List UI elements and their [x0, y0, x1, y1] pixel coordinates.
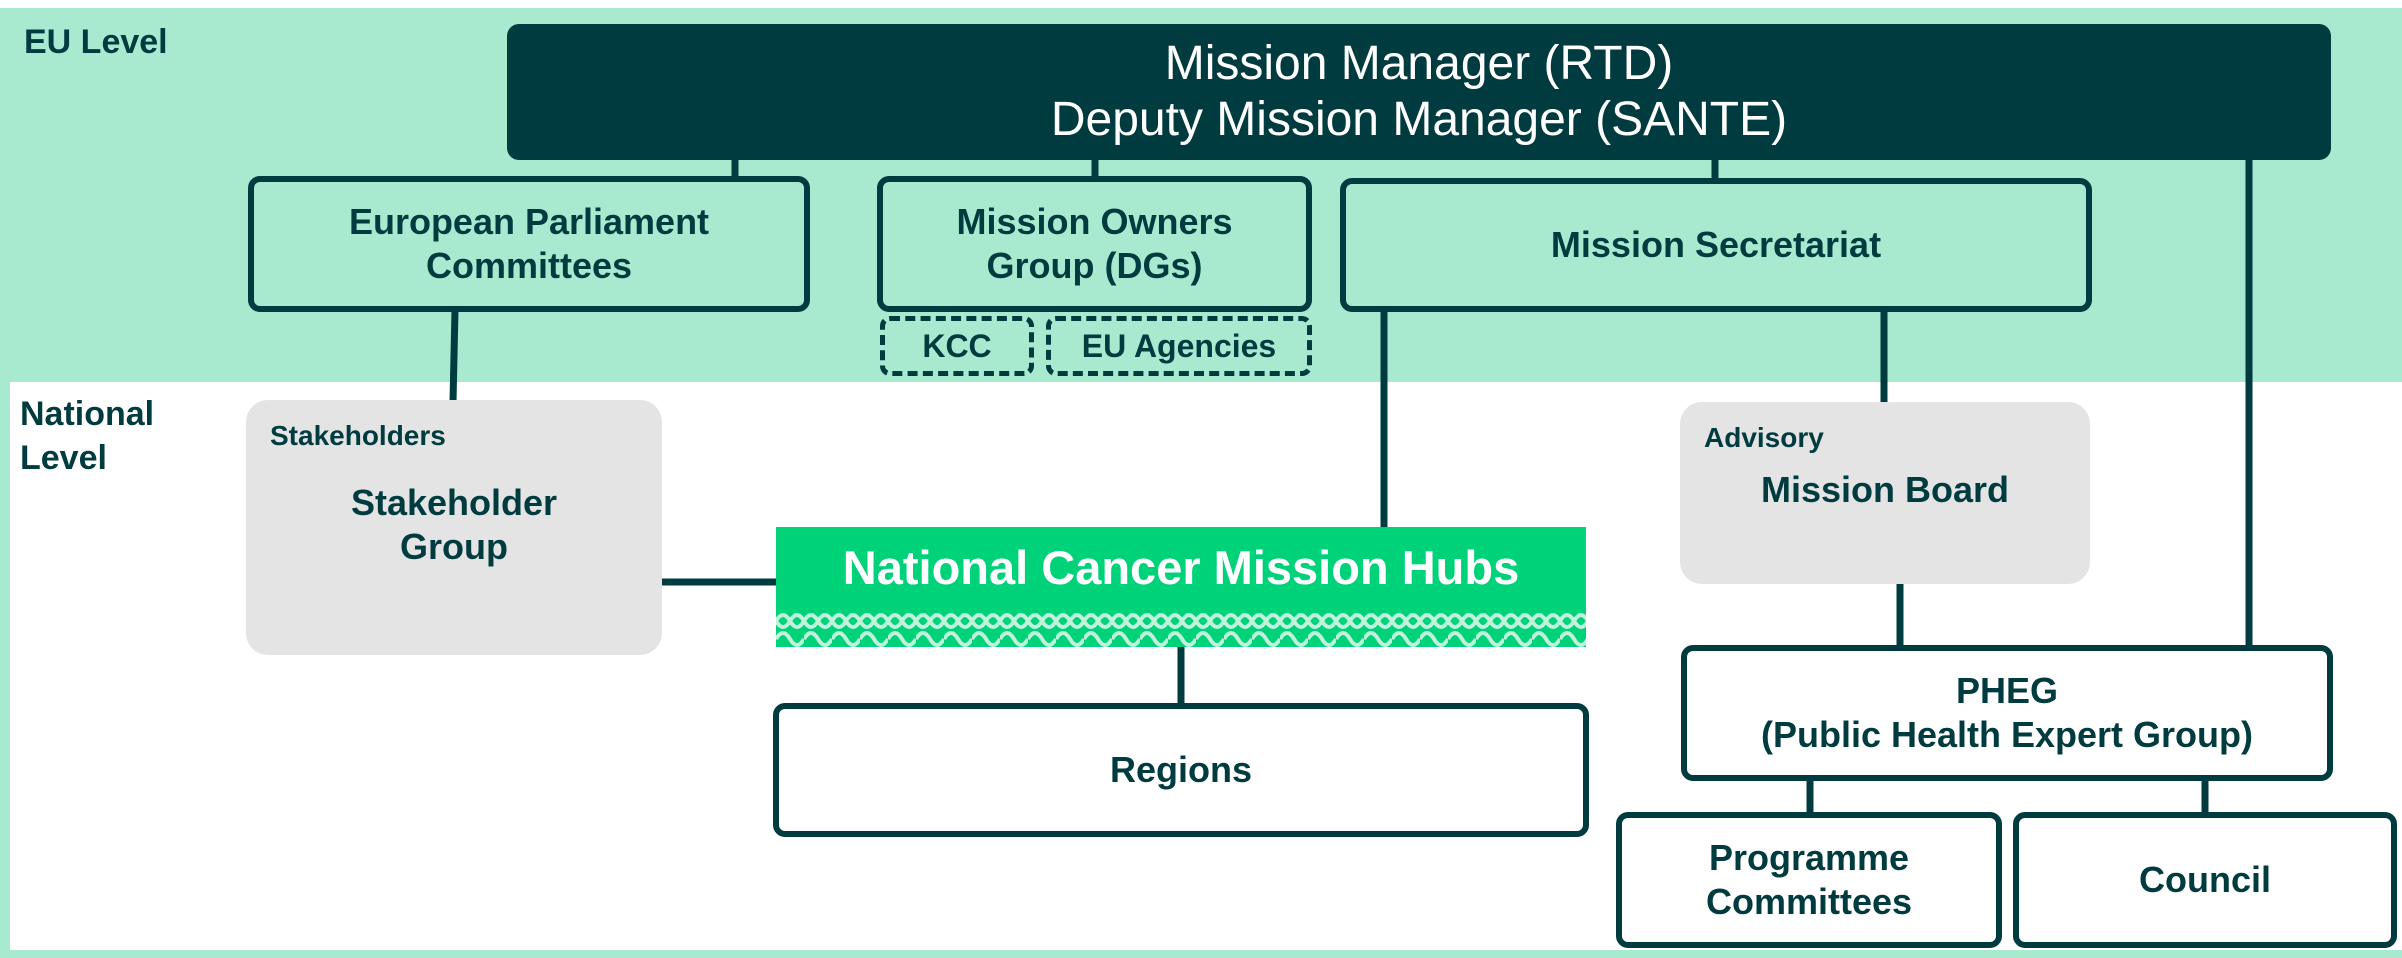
frame-bottom-edge: [0, 950, 2402, 958]
programme-committees-box: Programme Committees: [1616, 812, 2002, 948]
mission-manager-line2: Deputy Mission Manager (SANTE): [1050, 93, 1788, 146]
eu-agencies-label: EU Agencies: [1081, 327, 1277, 364]
mission-owners-line2: Group (DGs): [986, 245, 1203, 286]
mission-board-label: Mission Board: [1760, 469, 2010, 510]
national-level-label: National Level: [20, 392, 154, 480]
mission-board-box: Advisory Mission Board: [1680, 402, 2090, 584]
pheg-line2: (Public Health Expert Group): [1760, 714, 2254, 755]
national-hubs-label: National Cancer Mission Hubs: [842, 540, 1520, 594]
mission-owners-box: Mission Owners Group (DGs): [877, 176, 1312, 312]
pheg-box: PHEG (Public Health Expert Group): [1681, 645, 2333, 781]
mission-manager-line1: Mission Manager (RTD): [1164, 37, 1674, 90]
stakeholder-group-line1: Stakeholder: [350, 481, 558, 523]
regions-label: Regions: [1109, 749, 1252, 790]
frame-left-edge: [0, 382, 10, 958]
eu-agencies-box: EU Agencies: [1046, 316, 1312, 376]
mission-secretariat-label: Mission Secretariat: [1550, 224, 1882, 265]
hubs-wave-pattern: [776, 607, 1586, 647]
pheg-line1: PHEG: [1955, 670, 2059, 711]
stakeholder-group-line2: Group: [400, 525, 508, 567]
kcc-label: KCC: [922, 327, 992, 364]
kcc-box: KCC: [880, 316, 1034, 376]
stakeholder-group-box: Stakeholders Stakeholder Group: [246, 400, 662, 655]
national-level-label-line1: National: [20, 395, 155, 433]
national-level-label-line2: Level: [20, 439, 107, 477]
advisory-tag: Advisory: [1704, 422, 1824, 453]
stakeholders-tag: Stakeholders: [270, 420, 446, 451]
programme-committees-line1: Programme: [1708, 837, 1910, 878]
eu-level-label: EU Level: [24, 23, 168, 61]
council-label: Council: [2139, 859, 2271, 900]
connector-parliament-stakeholders: [449, 309, 459, 403]
programme-committees-line2: Committees: [1705, 881, 1913, 922]
regions-box: Regions: [773, 703, 1589, 837]
european-parliament-line2: Committees: [425, 245, 633, 286]
mission-manager-box: Mission Manager (RTD) Deputy Mission Man…: [507, 24, 2331, 160]
european-parliament-line1: European Parliament: [348, 201, 710, 242]
mission-owners-line1: Mission Owners: [956, 201, 1233, 242]
national-cancer-mission-hubs-box: National Cancer Mission Hubs: [776, 527, 1586, 647]
european-parliament-box: European Parliament Committees: [248, 176, 810, 312]
mission-secretariat-box: Mission Secretariat: [1340, 178, 2092, 312]
council-box: Council: [2013, 812, 2397, 948]
